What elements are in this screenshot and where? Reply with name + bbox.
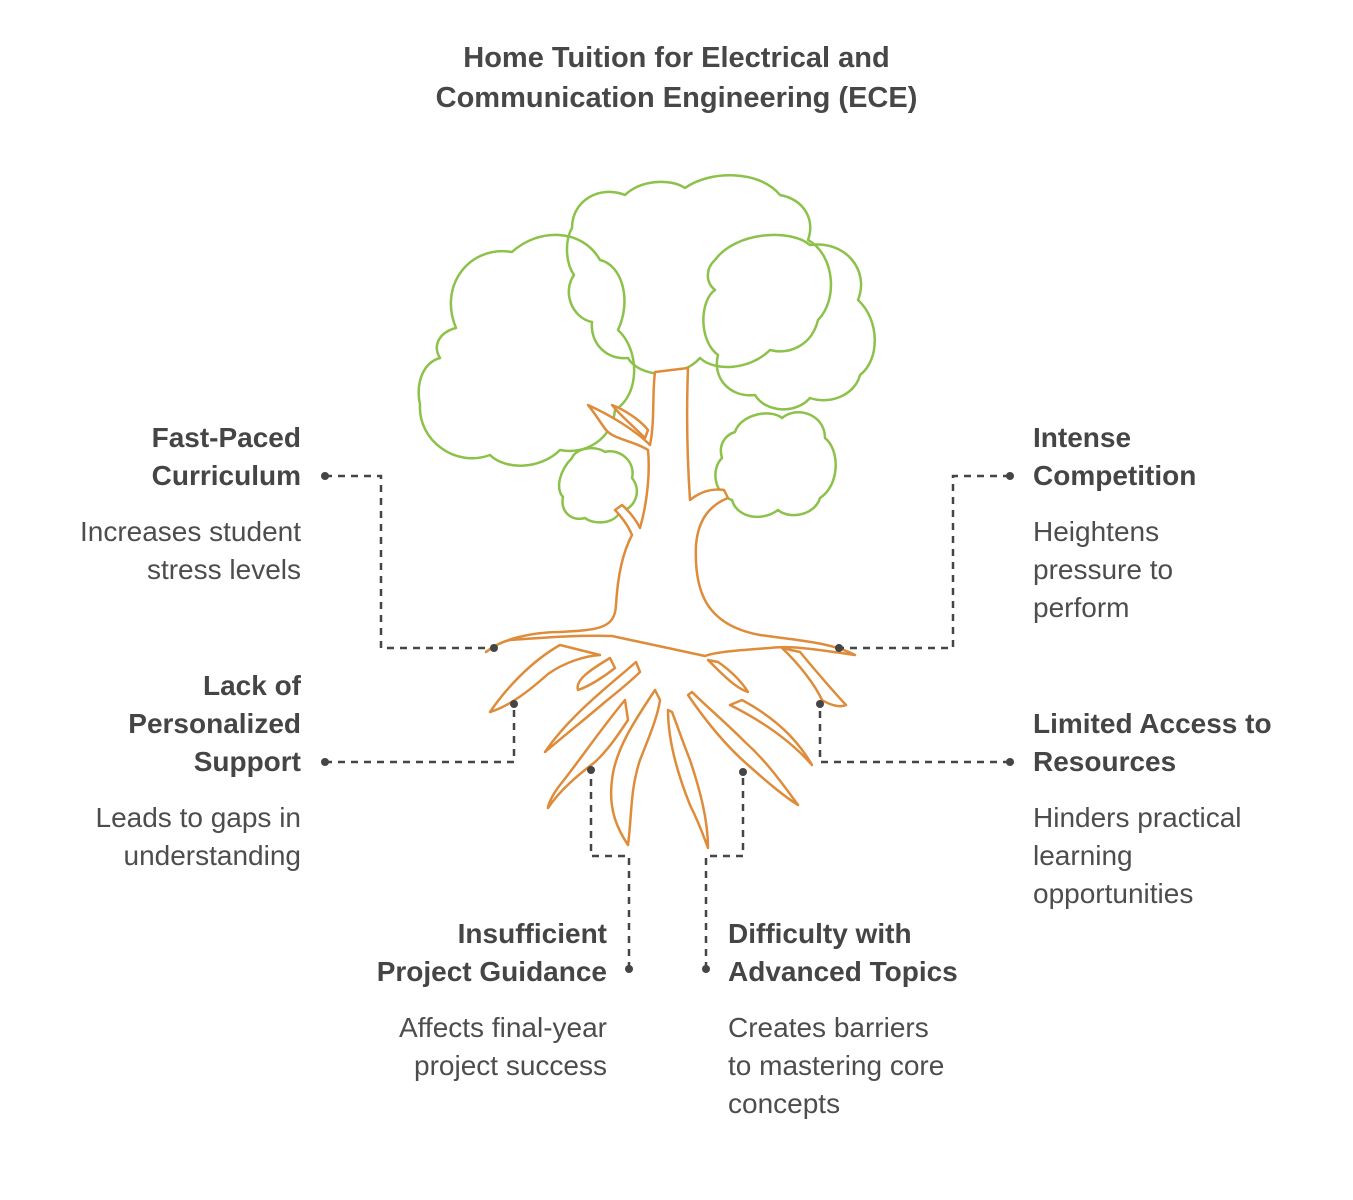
item-description: Increases student stress levels	[79, 516, 301, 585]
item-title: Limited Access to Resources	[1033, 708, 1272, 777]
item-description: Leads to gaps in understanding	[95, 802, 302, 871]
root-left-3	[543, 660, 642, 754]
dot-resources-root	[816, 700, 824, 708]
title-line-2: Communication Engineering (ECE)	[435, 82, 918, 114]
connector-project	[589, 770, 631, 969]
root-left-2	[576, 656, 617, 692]
canopy-cloud-small-right	[715, 412, 836, 517]
diagram-title: Home Tuition for Electrical and Communic…	[0, 38, 1353, 118]
dot-project-label	[625, 965, 633, 973]
connector-personalized	[325, 704, 516, 764]
dot-competition-label	[1006, 472, 1014, 480]
dot-project-root	[587, 766, 595, 774]
root-left-5	[546, 698, 630, 810]
tree-trunk-and-roots	[484, 366, 857, 850]
root-center-1	[666, 708, 710, 850]
title-line-1: Home Tuition for Electrical and	[463, 42, 890, 74]
item-fast-paced-curriculum: Fast-Paced Curriculum Increases student …	[80, 419, 301, 589]
item-intense-competition: Intense Competition Heightens pressure t…	[1033, 419, 1196, 627]
root-left-1	[488, 643, 602, 714]
dot-advanced-label	[702, 965, 710, 973]
tree-canopy	[418, 175, 875, 523]
root-left-4	[609, 688, 662, 847]
dot-fast-paced-label	[321, 472, 329, 480]
dot-competition-root	[835, 644, 843, 652]
dot-personalized-root	[510, 700, 518, 708]
item-title: Fast-Paced Curriculum	[151, 422, 301, 491]
trunk-inner-branch	[610, 403, 650, 440]
connector-dots	[321, 472, 1014, 973]
item-title: Difficulty with Advanced Topics	[728, 918, 958, 987]
item-lack-of-personalized-support: Lack of Personalized Support Leads to ga…	[96, 667, 302, 875]
item-description: Heightens pressure to perform	[1033, 516, 1174, 623]
connector-fast-paced	[325, 474, 494, 650]
item-title: Intense Competition	[1033, 422, 1197, 491]
item-description: Hinders practical learning opportunities	[1033, 802, 1242, 909]
connector-advanced	[704, 772, 745, 969]
dot-advanced-root	[739, 768, 747, 776]
connectors	[325, 474, 1010, 969]
item-title: Insufficient Project Guidance	[376, 918, 607, 987]
item-insufficient-project-guidance: Insufficient Project Guidance Affects fi…	[377, 915, 607, 1085]
root-right-2	[706, 658, 750, 694]
item-difficulty-with-advanced-topics: Difficulty with Advanced Topics Creates …	[728, 915, 958, 1123]
tree-trunk	[484, 366, 857, 658]
connector-competition	[839, 474, 1010, 650]
connector-resources	[818, 704, 1010, 764]
canopy-cloud-small-left	[559, 448, 637, 523]
root-right-3	[728, 698, 814, 767]
dot-fast-paced-root	[490, 644, 498, 652]
item-limited-access-to-resources: Limited Access to Resources Hinders prac…	[1033, 705, 1272, 913]
root-right-1	[686, 690, 800, 807]
dot-personalized-label	[321, 758, 329, 766]
item-title: Lack of Personalized Support	[128, 670, 301, 777]
canopy-cloud-main	[566, 175, 831, 374]
item-description: Creates barriers to mastering core conce…	[728, 1012, 945, 1119]
dot-resources-label	[1006, 758, 1014, 766]
item-description: Affects final-year project success	[398, 1012, 607, 1081]
root-right-4	[780, 646, 848, 708]
